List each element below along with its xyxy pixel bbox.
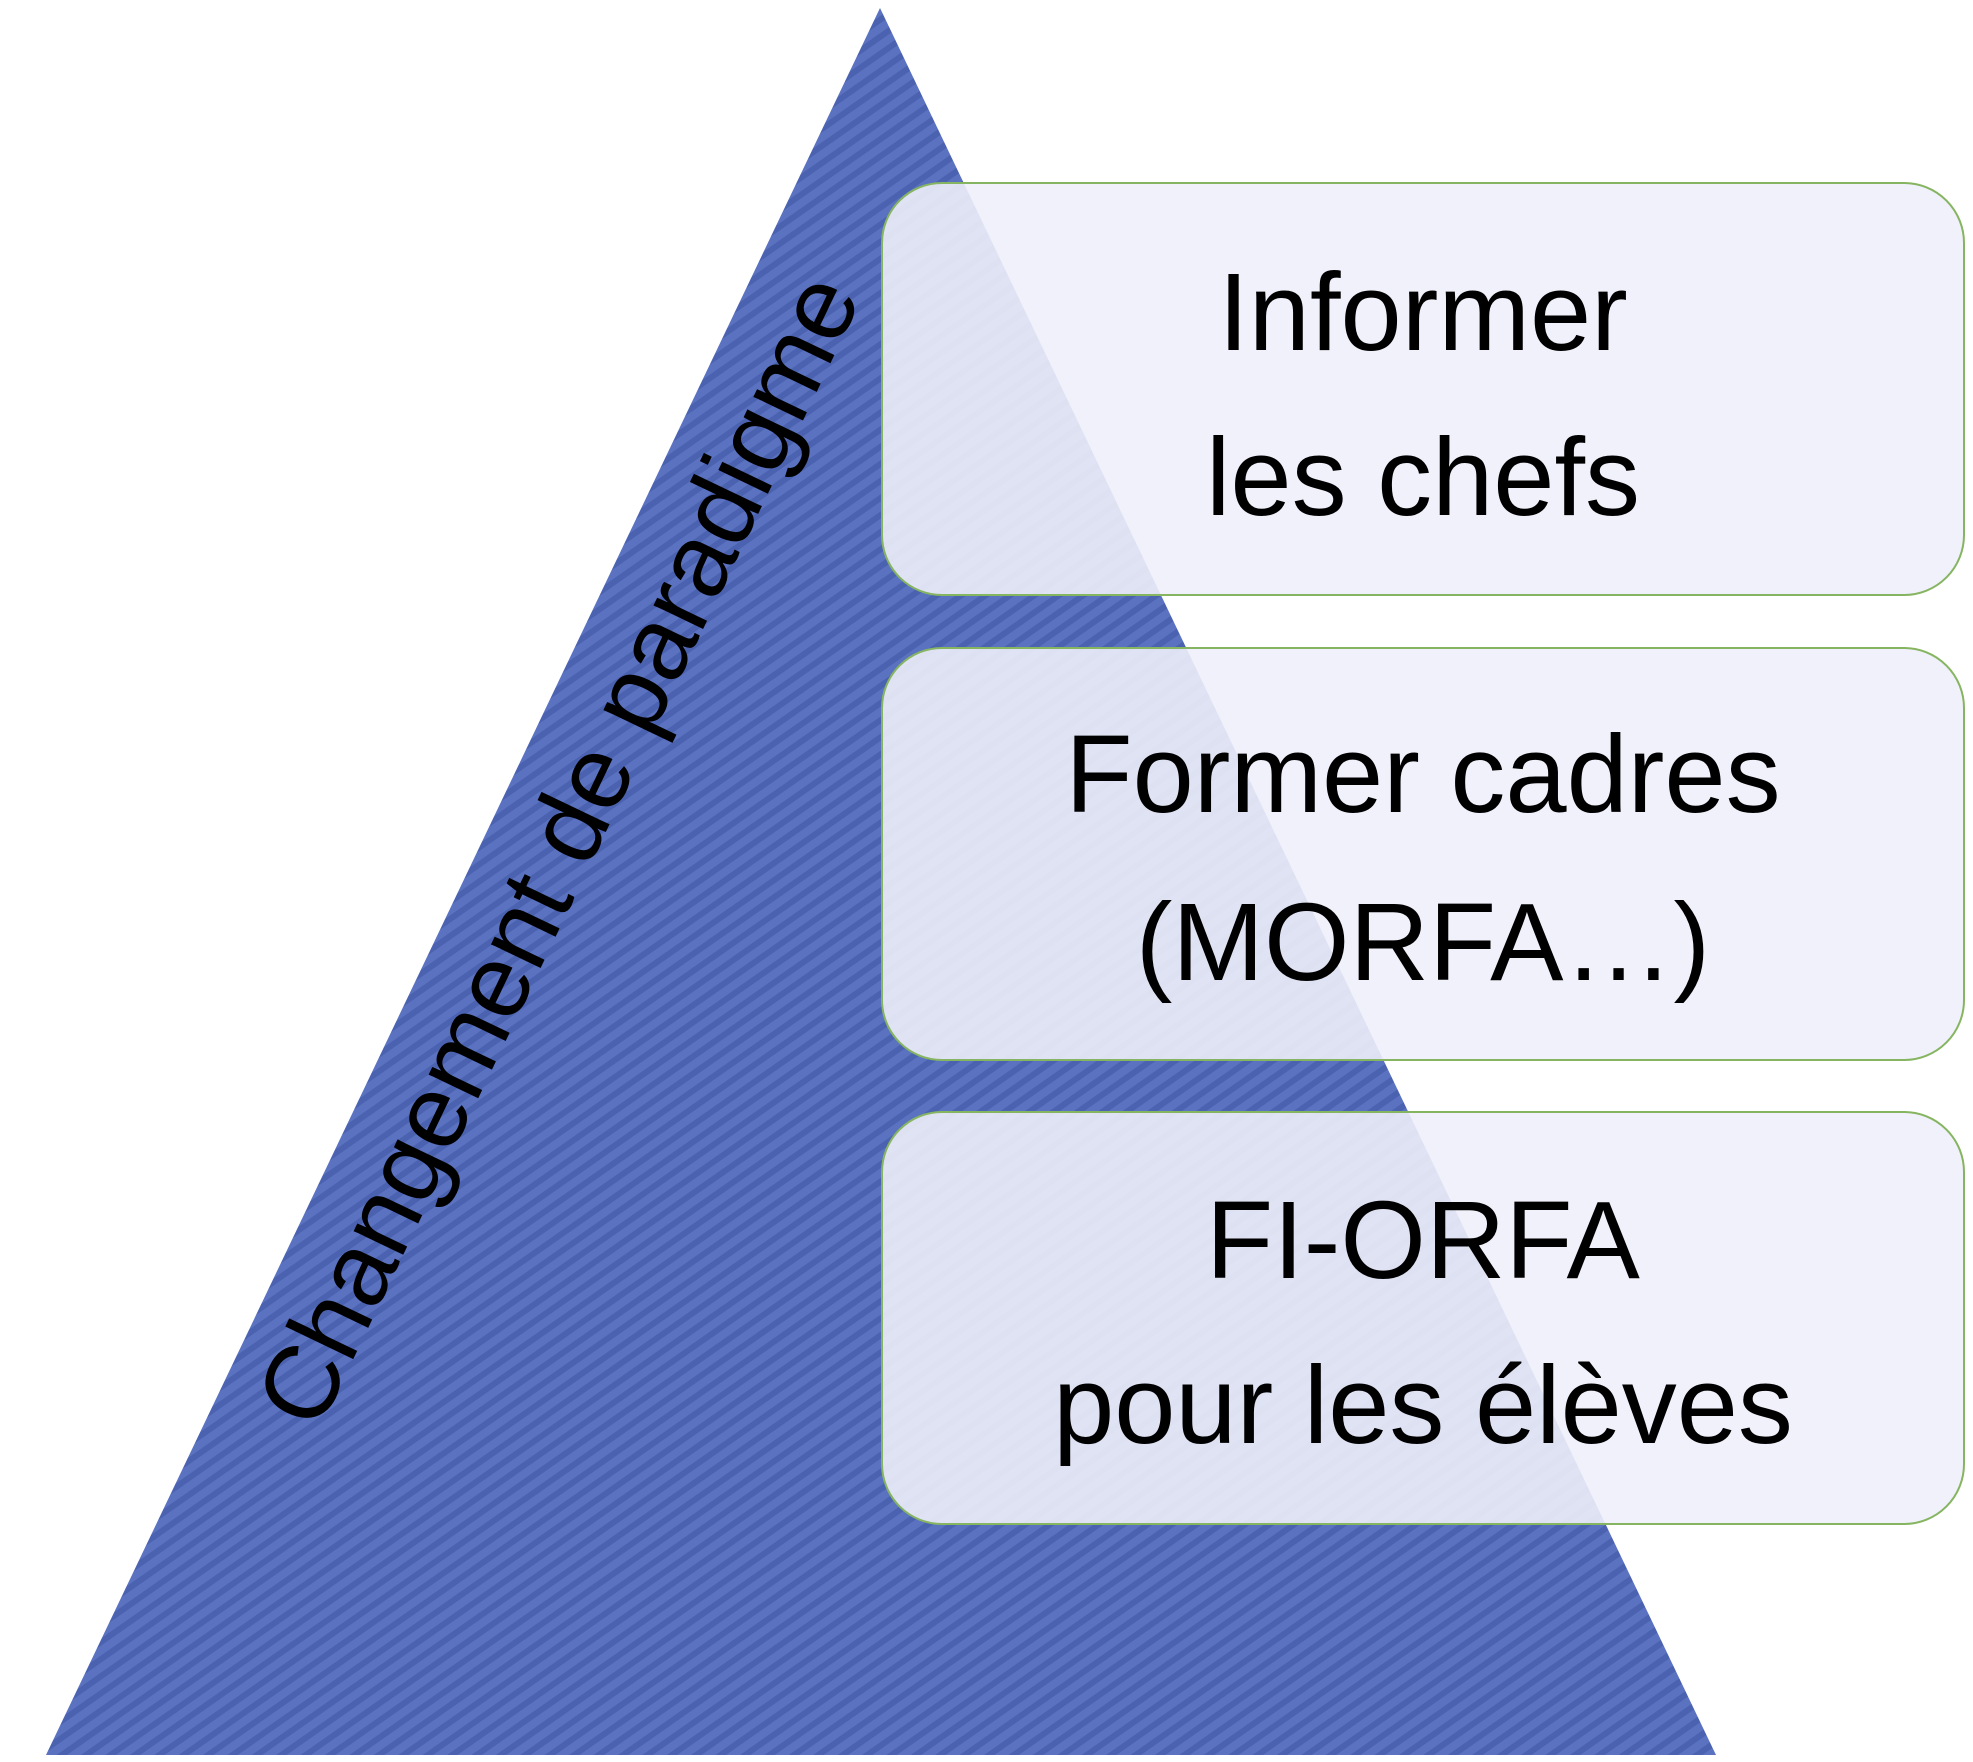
level-box-bottom: FI-ORFA pour les élèves xyxy=(881,1111,1965,1525)
box-middle-background xyxy=(881,647,1965,1061)
box-bottom-background xyxy=(881,1111,1965,1525)
level-box-top: Informer les chefs xyxy=(881,182,1965,596)
box-top-line1: Informer xyxy=(1218,251,1628,374)
level-box-middle: Former cadres (MORFA…) xyxy=(881,647,1965,1061)
box-top-line2: les chefs xyxy=(1206,416,1640,539)
box-middle-line1: Former cadres xyxy=(1065,713,1780,836)
box-bottom-line1: FI-ORFA xyxy=(1206,1179,1641,1302)
box-top-background xyxy=(881,182,1965,596)
box-middle-line2: (MORFA…) xyxy=(1136,881,1710,1004)
box-bottom-line2: pour les élèves xyxy=(1053,1344,1793,1467)
